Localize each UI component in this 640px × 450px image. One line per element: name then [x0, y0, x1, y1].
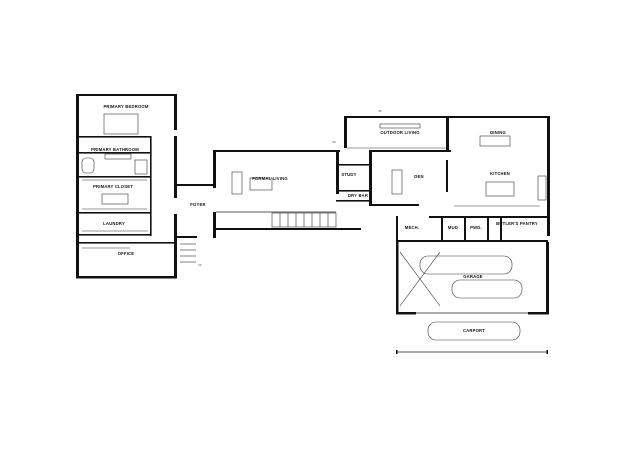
- room-label-study: STUDY: [341, 172, 356, 177]
- wall: [344, 116, 347, 148]
- wall: [336, 190, 370, 192]
- shower-shape: [134, 159, 148, 175]
- wall: [396, 242, 399, 314]
- room-label-garage: GARAGE: [463, 274, 483, 279]
- room-label-butlers-pantry: BUTLER'S PANTRY: [496, 221, 538, 226]
- bed-shape: [103, 113, 139, 135]
- wall: [369, 150, 451, 152]
- room-label-mech: MECH.: [405, 225, 420, 230]
- wall: [446, 116, 449, 152]
- wall: [344, 116, 448, 118]
- room-label-primary-bedroom: PRIMARY BEDROOM: [103, 104, 148, 109]
- garage-block: [396, 242, 549, 354]
- wall: [396, 216, 398, 242]
- bathtub-shape: [81, 157, 95, 174]
- wall: [441, 216, 443, 242]
- wall: [336, 200, 370, 202]
- wall: [464, 216, 466, 242]
- wall: [446, 160, 448, 192]
- sofa-shape: [231, 171, 243, 195]
- wall: [487, 216, 489, 242]
- wall: [79, 136, 151, 138]
- wall: [528, 312, 549, 315]
- carport-car-shape: [427, 321, 521, 341]
- wall: [336, 164, 370, 166]
- wall: [369, 150, 372, 206]
- wall: [150, 136, 152, 236]
- room-label-mud: MUD: [448, 225, 458, 230]
- room-label-dining: DINING: [490, 130, 506, 135]
- room-label-primary-bathroom: PRIMARY BATHROOM: [91, 147, 139, 152]
- outdoor-table-shape: [379, 123, 421, 129]
- wall: [547, 116, 550, 236]
- coffee-table-shape: [249, 177, 273, 191]
- room-label-outdoor-living: OUTDOOR LIVING: [380, 130, 419, 135]
- range-shape: [537, 175, 547, 201]
- room-labels: PRIMARY BEDROOM PRIMARY BATHROOM PRIMARY…: [91, 104, 538, 333]
- car-shape: [419, 255, 513, 275]
- garage-diagonal-line: [399, 251, 441, 307]
- left-wing: [76, 94, 177, 279]
- wall: [76, 276, 177, 279]
- vanity-shape: [104, 153, 132, 160]
- room-label-dry-bar: DRY BAR: [348, 193, 368, 198]
- wall: [174, 96, 177, 130]
- stair-run: [271, 212, 337, 228]
- room-label-office: OFFICE: [118, 251, 135, 256]
- center-wing: [177, 150, 371, 263]
- room-label-pwd: PWD.: [470, 225, 482, 230]
- wall: [79, 212, 151, 214]
- dining-table-shape: [479, 135, 511, 147]
- room-label-carport: CARPORT: [463, 328, 485, 333]
- entry-steps: [180, 243, 196, 263]
- wall: [174, 214, 177, 278]
- wall: [446, 116, 550, 118]
- wall: [79, 242, 174, 244]
- wall: [500, 216, 502, 242]
- wall: [216, 150, 340, 152]
- up-marker: UP: [378, 109, 382, 113]
- right-wing: [344, 116, 550, 242]
- car-shape: [451, 279, 523, 299]
- room-label-primary-closet: PRIMARY CLOSET: [93, 184, 133, 189]
- wall: [177, 236, 197, 238]
- up-marker: UP: [332, 140, 336, 144]
- wall: [396, 240, 548, 242]
- wall: [76, 94, 177, 96]
- room-label-foyer: FOYER: [190, 202, 205, 207]
- wall: [76, 94, 79, 278]
- site-line-end: [546, 350, 548, 354]
- wall: [213, 212, 216, 238]
- wall: [79, 152, 151, 154]
- wall: [79, 176, 151, 178]
- wall: [174, 136, 177, 198]
- wall: [216, 228, 361, 230]
- wall: [336, 150, 339, 194]
- room-label-den: DEN: [414, 174, 423, 179]
- room-label-laundry: LAUNDRY: [103, 221, 125, 226]
- closet-island-shape: [101, 193, 129, 205]
- wall: [396, 312, 416, 315]
- room-label-kitchen: KITCHEN: [490, 171, 510, 176]
- wall: [546, 242, 549, 314]
- up-markers: UP UP UP: [198, 109, 382, 267]
- den-sofa-shape: [391, 169, 403, 195]
- kitchen-island-shape: [485, 181, 515, 197]
- wall: [213, 150, 216, 188]
- wall: [369, 204, 419, 206]
- site-line-end: [396, 350, 398, 354]
- wall: [177, 184, 215, 186]
- wall: [79, 234, 151, 236]
- up-marker: UP: [198, 263, 202, 267]
- room-label-formal-living: FORMAL LIVING: [252, 176, 288, 181]
